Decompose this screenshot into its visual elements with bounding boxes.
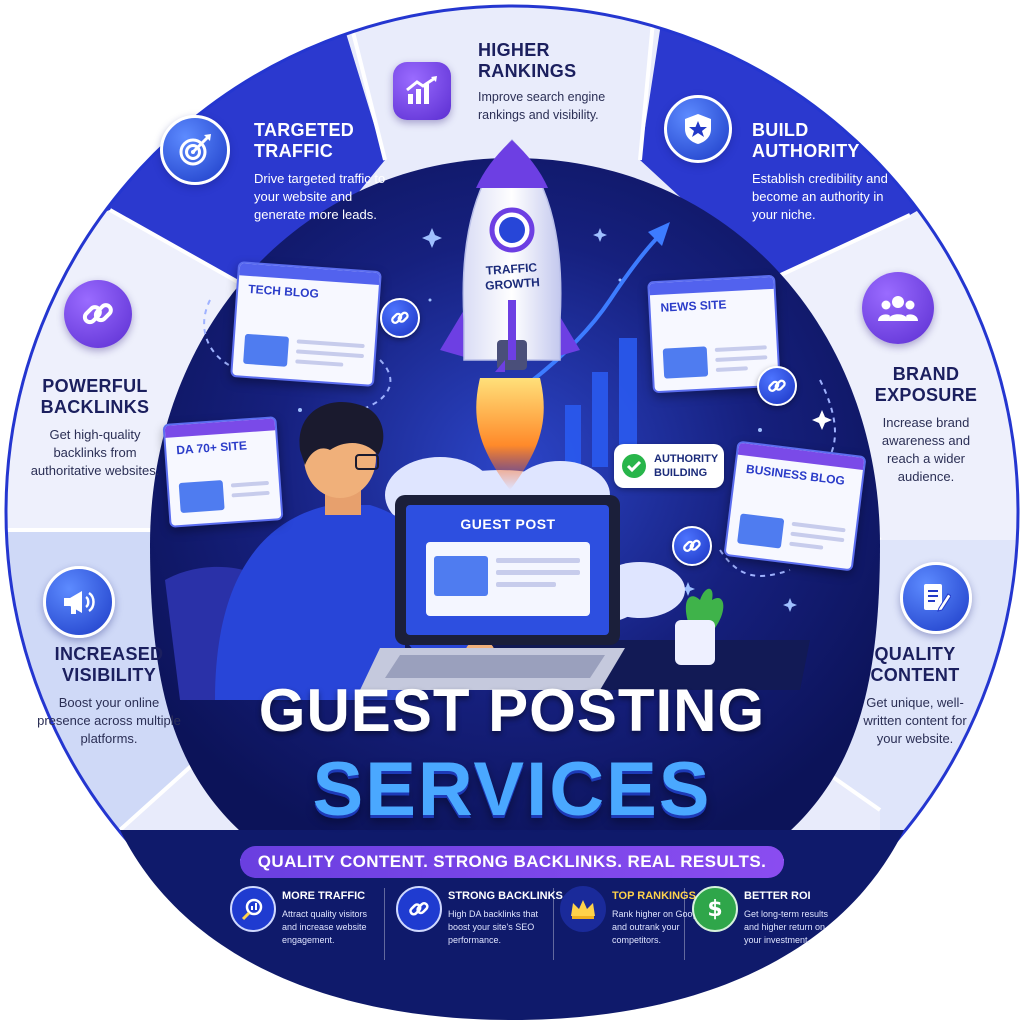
- check-icon: [622, 454, 646, 478]
- increased-visibility-text: Boost your online presence across multip…: [37, 695, 181, 746]
- quality-content-text: Get unique, well-written content for you…: [863, 695, 967, 746]
- higher-rankings-text: Improve search engine rankings and visib…: [478, 90, 606, 122]
- guest-post-page: [426, 542, 590, 616]
- guest-post-label: GUEST POST: [460, 516, 556, 532]
- magnifier-chart-icon: [230, 886, 276, 932]
- benefit-title: MORE TRAFFIC: [282, 890, 366, 902]
- divider: [684, 888, 685, 960]
- image-placeholder-icon: [662, 346, 709, 379]
- main-title-line2: SERVICES: [312, 747, 712, 832]
- segment-quality-content: QUALITY CONTENT Get unique, well-written…: [850, 644, 980, 748]
- increased-visibility-title: INCREASED VISIBILITY: [54, 644, 164, 685]
- rocket-label: TRAFFIC GROWTH: [484, 260, 541, 293]
- target-arrow-icon: [160, 115, 230, 185]
- tagline-wrap: QUALITY CONTENT. STRONG BACKLINKS. REAL …: [0, 846, 1024, 878]
- link-badge-icon: [380, 298, 420, 338]
- authority-building-text: AUTHORITY BUILDING: [654, 453, 719, 479]
- rocket: [440, 138, 580, 372]
- bar-chart-up-icon: [393, 62, 451, 120]
- segment-higher-rankings: HIGHER RANKINGS Improve search engine ra…: [478, 40, 628, 124]
- brand-exposure-text: Increase brand awareness and reach a wid…: [881, 415, 971, 484]
- benefit-text: Rank higher on Google and outrank your c…: [612, 909, 705, 945]
- benefit-title: BETTER ROI: [744, 890, 811, 902]
- benefit-text: Attract quality visitors and increase we…: [282, 909, 368, 945]
- segment-brand-exposure: BRAND EXPOSURE Increase brand awareness …: [866, 364, 986, 486]
- link-badge-icon: [757, 366, 797, 406]
- segment-targeted-traffic: TARGETED TRAFFIC Drive targeted traffic …: [254, 120, 404, 224]
- image-placeholder-icon: [243, 333, 290, 367]
- benefit-text: Get long-term results and higher return …: [744, 909, 829, 945]
- build-authority-title: BUILD AUTHORITY: [752, 120, 860, 161]
- image-placeholder-icon: [737, 513, 785, 549]
- crown-icon: [560, 886, 606, 932]
- authority-building-bubble: AUTHORITY BUILDING: [614, 444, 724, 488]
- document-pen-icon: [900, 562, 972, 634]
- main-title-line1: GUEST POSTING: [258, 677, 766, 744]
- higher-rankings-title: HIGHER RANKINGS: [478, 40, 577, 81]
- segment-increased-visibility: INCREASED VISIBILITY Boost your online p…: [34, 644, 184, 748]
- laptop-screen: GUEST POST: [412, 508, 604, 630]
- segment-build-authority: BUILD AUTHORITY Establish credibility an…: [752, 120, 902, 224]
- divider: [384, 888, 385, 960]
- card-business-blog: BUSINESS BLOG: [723, 440, 867, 572]
- card-tech-blog: TECH BLOG: [230, 261, 382, 387]
- benefit-title: STRONG BACKLINKS: [448, 890, 563, 902]
- news-site-label: NEWS SITE: [660, 297, 727, 315]
- chain-link-icon: [64, 280, 132, 348]
- benefit-title: TOP RANKINGS: [612, 890, 696, 902]
- tagline: QUALITY CONTENT. STRONG BACKLINKS. REAL …: [239, 846, 785, 878]
- dollar-icon: $: [692, 886, 738, 932]
- benefit-text: High DA backlinks that boost your site's…: [448, 909, 539, 945]
- megaphone-icon: [43, 566, 115, 638]
- powerful-backlinks-title: POWERFUL BACKLINKS: [40, 376, 150, 417]
- chain-link-icon: [396, 886, 442, 932]
- segment-powerful-backlinks: POWERFUL BACKLINKS Get high-quality back…: [30, 376, 160, 480]
- shield-star-icon: [664, 95, 732, 163]
- people-group-icon: [862, 272, 934, 344]
- image-placeholder-icon: [178, 480, 225, 514]
- targeted-traffic-title: TARGETED TRAFFIC: [254, 120, 355, 161]
- targeted-traffic-text: Drive targeted traffic to your website a…: [254, 171, 386, 222]
- divider: [553, 888, 554, 960]
- build-authority-text: Establish credibility and become an auth…: [752, 171, 888, 222]
- quality-content-title: QUALITY CONTENT: [870, 644, 960, 685]
- powerful-backlinks-text: Get high-quality backlinks from authorit…: [30, 427, 160, 478]
- card-da-site: DA 70+ SITE: [162, 416, 284, 528]
- image-placeholder-icon: [434, 556, 488, 596]
- brand-exposure-title: BRAND EXPOSURE: [874, 364, 978, 405]
- link-badge-icon: [672, 526, 712, 566]
